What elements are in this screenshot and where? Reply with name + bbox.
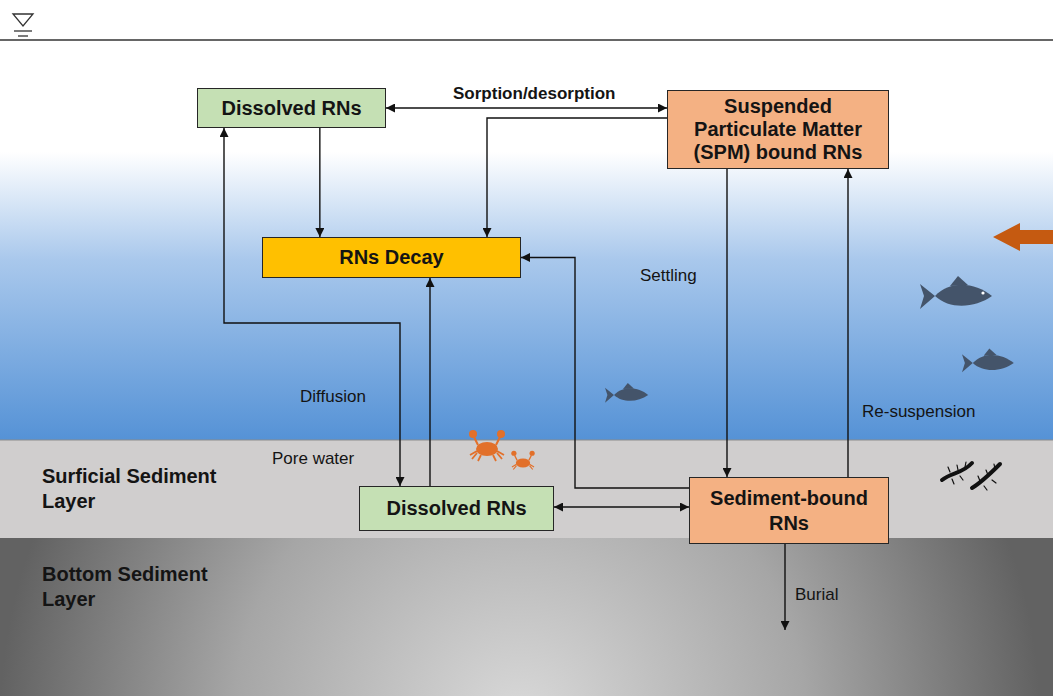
flow-connector [224,128,400,486]
flow-arrow [993,223,1053,251]
decay-box: RNs Decay [262,237,521,278]
node-text: Surficial Sediment Layer [42,464,257,514]
water-level-triangle [13,14,33,26]
flow-label: Settling [640,266,697,286]
crab-legs [470,451,504,461]
fish-eye [981,291,984,294]
bottom-sediment-fill [0,538,1053,696]
flow-connector [429,278,430,486]
water-column [0,40,1053,440]
node-text: Dissolved RNs [221,97,361,120]
flow-label: Sorption/desorption [453,84,615,104]
fish-icon [605,383,648,403]
crab-claw [469,430,477,438]
crab-legs [512,464,534,469]
water-surface-line [0,39,1053,41]
worm-bristles [948,462,966,484]
flow-label: Diffusion [300,387,366,407]
sediment-interface [0,440,1053,441]
flow-label: Re-suspension [862,402,975,422]
pore-water-rn-box: Dissolved RNs [359,486,554,531]
fish-fin [623,383,634,389]
crab-body [476,442,498,456]
fish-body [935,285,992,306]
node-text: Sediment-bound RNs [698,486,880,536]
worm-bristles [978,464,996,490]
flow-connector [847,169,848,477]
flow-connector [487,118,667,237]
fish-body [973,355,1014,370]
crab-icon [511,451,534,470]
sediment-layer-band: Surficial Sediment LayerDissolved RNs Sed… [0,440,1053,538]
flow-label: Burial [795,585,838,605]
fish-tail [962,354,973,372]
crab-arm [515,455,532,460]
surficial-sediment-fill [0,440,1053,538]
fish-icon [962,349,1014,373]
water-level-line [14,30,32,31]
water-level-line [18,35,28,36]
fish-body [614,388,648,401]
water-level-symbol [13,14,33,36]
fish-fin [950,276,968,286]
crab-arm [474,437,500,445]
flow-connector [386,107,667,108]
layer-note: Pore water [272,449,354,469]
fish-tail [605,388,614,403]
crab-claw [511,451,516,456]
particle-bound-rn-box: Suspended Particulate Matter (SPM) bound… [667,90,889,169]
node-text: Dissolved RNs [386,496,526,521]
crab-icon [469,430,505,461]
fish-tail [920,284,935,309]
node-text: RNs Decay [339,246,444,269]
crab-body [516,458,530,467]
sediment-bound-rn-box: Sediment-bound RNs [689,477,889,544]
fish-fin [984,349,997,356]
worm-body [972,464,1000,488]
flow-connector [784,544,785,630]
flow-connector [521,258,689,489]
fish-icon [920,276,992,309]
crab-claw [530,451,535,456]
flow-connector [726,169,727,477]
flow-connector [319,128,320,237]
node-text: Bottom Sediment Layer [42,562,257,612]
sediment-layer-band: Bottom Sediment Layer [0,538,1053,696]
node-text: Suspended Particulate Matter (SPM) bound… [676,95,880,164]
worm-icon [942,462,1000,490]
flow-connector [554,506,689,507]
dissolved-rn-box: Dissolved RNs [197,88,386,128]
crab-claw [497,430,505,438]
